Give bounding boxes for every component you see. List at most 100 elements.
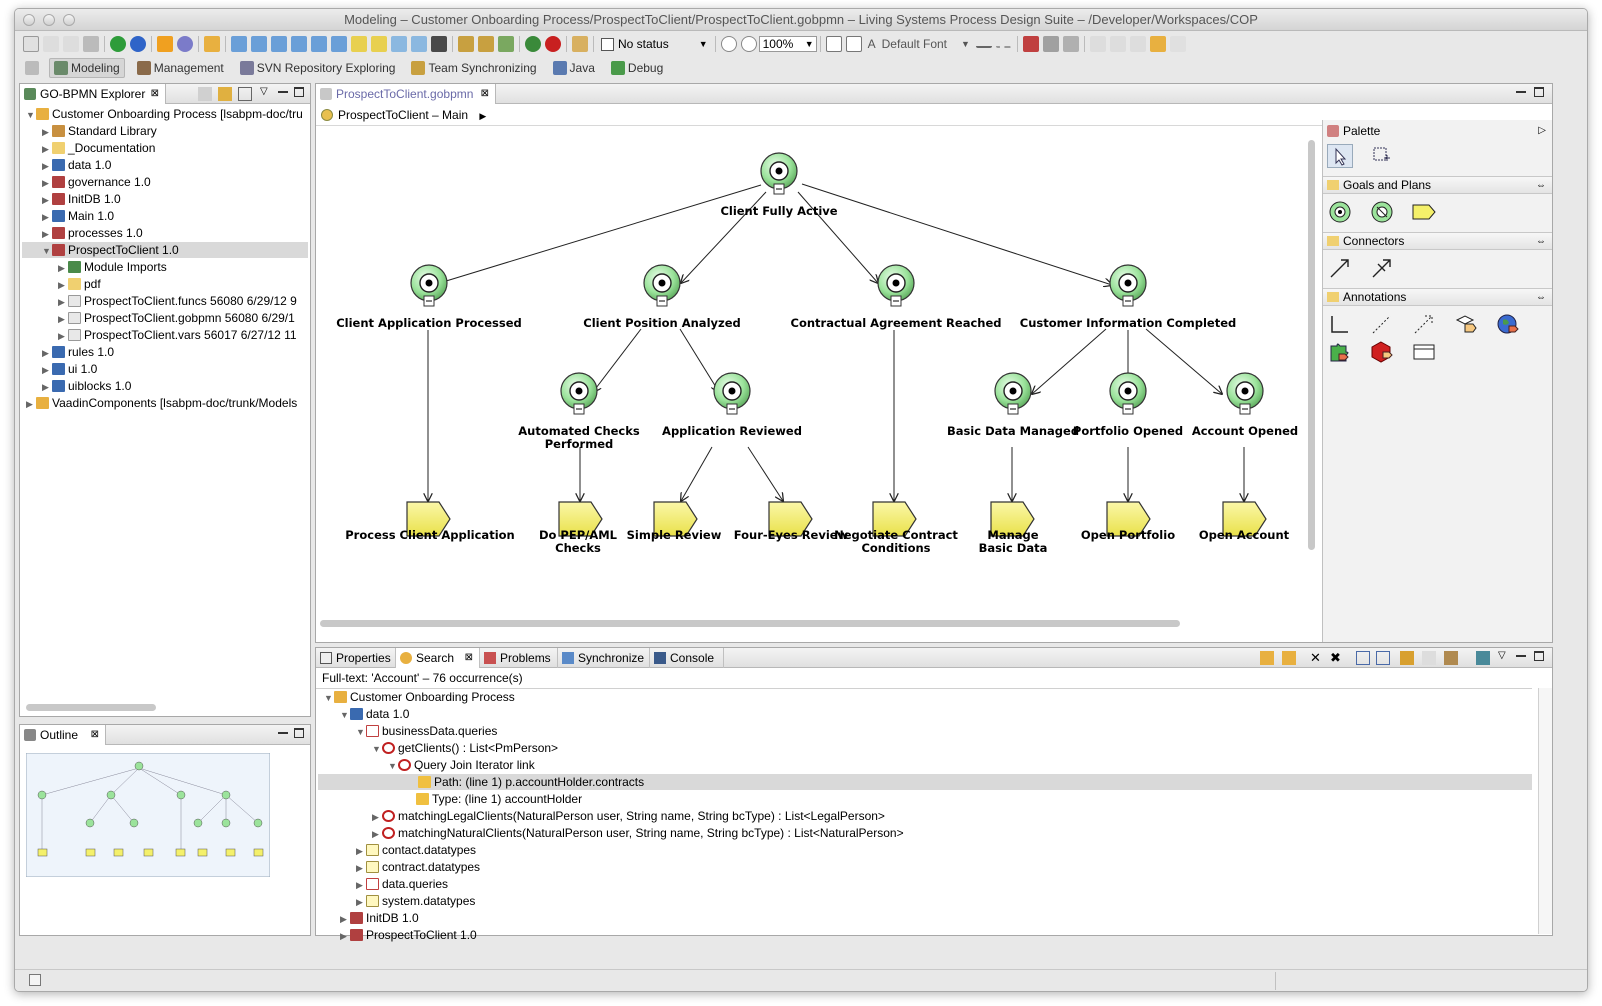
connector[interactable] bbox=[679, 328, 719, 392]
remove-all-icon[interactable]: ✖ bbox=[1330, 650, 1341, 665]
deploy-icon[interactable] bbox=[498, 36, 514, 52]
close-icon[interactable]: ⊠ bbox=[480, 88, 489, 99]
palette-section-annotations[interactable]: Annotations ⇔ bbox=[1323, 288, 1552, 306]
link-editor-icon[interactable] bbox=[218, 87, 232, 101]
brush-icon[interactable] bbox=[1022, 36, 1039, 52]
negation-connector-icon[interactable] bbox=[1369, 256, 1395, 280]
goal-node[interactable] bbox=[1226, 372, 1264, 415]
association-icon[interactable] bbox=[1369, 312, 1395, 336]
result-getclients[interactable]: ▼getClients() : List<PmPerson> bbox=[372, 741, 559, 755]
cancel-search-icon[interactable] bbox=[1422, 651, 1436, 665]
last-edit-icon[interactable] bbox=[1129, 36, 1146, 52]
format-painter-icon[interactable] bbox=[1062, 36, 1079, 52]
stop-icon[interactable] bbox=[545, 36, 561, 52]
minimize-icon[interactable] bbox=[1516, 91, 1526, 93]
result-data-queries[interactable]: ▶data.queries bbox=[356, 877, 449, 891]
results-vertical-scrollbar[interactable] bbox=[1538, 688, 1552, 934]
export-icon[interactable] bbox=[458, 36, 474, 52]
tree-item-documentation[interactable]: ▶_Documentation bbox=[42, 141, 156, 155]
result-match-type[interactable]: Type: (line 1) accountHolder bbox=[416, 791, 582, 807]
maximize-icon[interactable] bbox=[294, 87, 304, 97]
fill-color-icon[interactable] bbox=[825, 36, 842, 52]
palette-collapse-icon[interactable]: ▷ bbox=[1538, 125, 1546, 136]
process-diagram-canvas[interactable]: Client Fully Active Client Application P… bbox=[316, 128, 1306, 620]
tab-search[interactable]: Search ⊠ bbox=[396, 648, 480, 668]
tree-item-data[interactable]: ▶data 1.0 bbox=[42, 158, 112, 172]
close-window-icon[interactable] bbox=[23, 14, 35, 26]
remove-match-icon[interactable]: ✕ bbox=[1310, 650, 1321, 665]
section-toggle-icon[interactable]: ⇔ bbox=[1536, 292, 1546, 303]
result-match-path[interactable]: Path: (line 1) p.accountHolder.contracts bbox=[318, 774, 1532, 790]
editor-horizontal-scrollbar[interactable] bbox=[320, 620, 1180, 627]
tree-item-vars-file[interactable]: ▶ProspectToClient.vars 56017 6/27/12 11 bbox=[58, 328, 297, 342]
zoom-out-icon[interactable] bbox=[740, 36, 757, 52]
tab-problems[interactable]: Problems bbox=[480, 648, 558, 668]
next-annotation-icon[interactable] bbox=[1089, 36, 1106, 52]
goal-node[interactable] bbox=[410, 264, 448, 307]
search-history-icon[interactable] bbox=[1444, 651, 1458, 665]
import-icon[interactable] bbox=[478, 36, 494, 52]
perspective-java[interactable]: Java bbox=[549, 59, 599, 77]
achieve-goal-icon[interactable] bbox=[1327, 200, 1353, 224]
goal-node[interactable] bbox=[994, 372, 1032, 415]
goal-node[interactable] bbox=[643, 264, 681, 307]
connector[interactable] bbox=[1145, 328, 1222, 394]
result-matchinglegalclients[interactable]: ▶matchingLegalClients(NaturalPerson user… bbox=[372, 809, 885, 823]
plan-node[interactable] bbox=[558, 501, 603, 537]
maximize-icon[interactable] bbox=[294, 728, 304, 738]
connector[interactable] bbox=[747, 446, 783, 501]
next-match-icon[interactable] bbox=[1260, 651, 1274, 665]
close-icon[interactable]: ⊠ bbox=[464, 652, 473, 663]
zoom-combo[interactable]: 100% ▼ bbox=[758, 36, 817, 52]
result-contact-datatypes[interactable]: ▶contact.datatypes bbox=[356, 843, 477, 857]
result-prospecttoclient-module[interactable]: ▶ProspectToClient 1.0 bbox=[340, 928, 477, 942]
goal-node[interactable] bbox=[760, 152, 798, 195]
align-right-icon[interactable] bbox=[271, 36, 287, 52]
result-initdb-module[interactable]: ▶InitDB 1.0 bbox=[340, 911, 419, 925]
close-icon[interactable]: ⊠ bbox=[150, 88, 159, 99]
up-arrow-icon[interactable] bbox=[157, 36, 173, 52]
view-menu-icon[interactable]: ▽ bbox=[260, 86, 268, 97]
chevron-right-icon[interactable]: ▶ bbox=[479, 111, 487, 121]
palette-section-connectors[interactable]: Connectors ⇔ bbox=[1323, 232, 1552, 250]
perspective-svn[interactable]: SVN Repository Exploring bbox=[236, 59, 400, 77]
tree-item-processes[interactable]: ▶processes 1.0 bbox=[42, 226, 143, 240]
explorer-tab[interactable]: GO-BPMN Explorer ⊠ bbox=[20, 84, 166, 104]
minimize-icon[interactable] bbox=[1516, 655, 1526, 657]
tree-item-vaadincomponents[interactable]: ▶VaadinComponents [lsabpm-doc/trunk/Mode… bbox=[26, 396, 298, 410]
tree-item-module-imports[interactable]: ▶Module Imports bbox=[58, 260, 167, 274]
breadcrumb[interactable]: ProspectToClient – Main ▶ bbox=[316, 104, 1552, 126]
error-event-icon[interactable] bbox=[1369, 340, 1395, 364]
print-icon[interactable] bbox=[83, 36, 99, 52]
align-middle-icon[interactable] bbox=[311, 36, 327, 52]
align-bottom-icon[interactable] bbox=[331, 36, 347, 52]
new-icon[interactable] bbox=[23, 36, 39, 52]
zoom-window-icon[interactable] bbox=[63, 14, 75, 26]
tree-item-standard-library[interactable]: ▶Standard Library bbox=[42, 124, 157, 138]
run-icon[interactable] bbox=[110, 36, 126, 52]
save-all-icon[interactable] bbox=[63, 36, 79, 52]
outline-thumbnail[interactable] bbox=[26, 753, 270, 877]
clear-format-icon[interactable] bbox=[1042, 36, 1059, 52]
tree-item-ui[interactable]: ▶ui 1.0 bbox=[42, 362, 98, 376]
align-top-icon[interactable] bbox=[291, 36, 307, 52]
plan-icon[interactable] bbox=[1411, 200, 1437, 224]
editor-vertical-scrollbar[interactable] bbox=[1308, 140, 1315, 550]
palette-section-goals-and-plans[interactable]: Goals and Plans ⇔ bbox=[1323, 176, 1552, 194]
plan-node[interactable] bbox=[768, 501, 813, 537]
font-dropdown[interactable]: A Default Font ▼ bbox=[868, 37, 970, 51]
directed-association-icon[interactable] bbox=[1411, 312, 1437, 336]
close-icon[interactable]: ⊠ bbox=[90, 729, 99, 740]
previous-match-icon[interactable] bbox=[1282, 651, 1296, 665]
puzzle-icon[interactable] bbox=[1327, 340, 1353, 364]
result-project[interactable]: ▼Customer Onboarding Process bbox=[324, 690, 515, 704]
select-tool-icon[interactable] bbox=[1327, 144, 1353, 168]
connector[interactable] bbox=[433, 184, 762, 285]
goal-node[interactable] bbox=[560, 372, 598, 415]
debug-run-icon[interactable] bbox=[525, 36, 541, 52]
plan-node[interactable] bbox=[406, 501, 451, 537]
text-annotation-icon[interactable] bbox=[1327, 312, 1353, 336]
marquee-tool-icon[interactable] bbox=[1369, 144, 1395, 168]
perspective-management[interactable]: Management bbox=[133, 59, 228, 77]
connector[interactable] bbox=[801, 183, 1112, 285]
